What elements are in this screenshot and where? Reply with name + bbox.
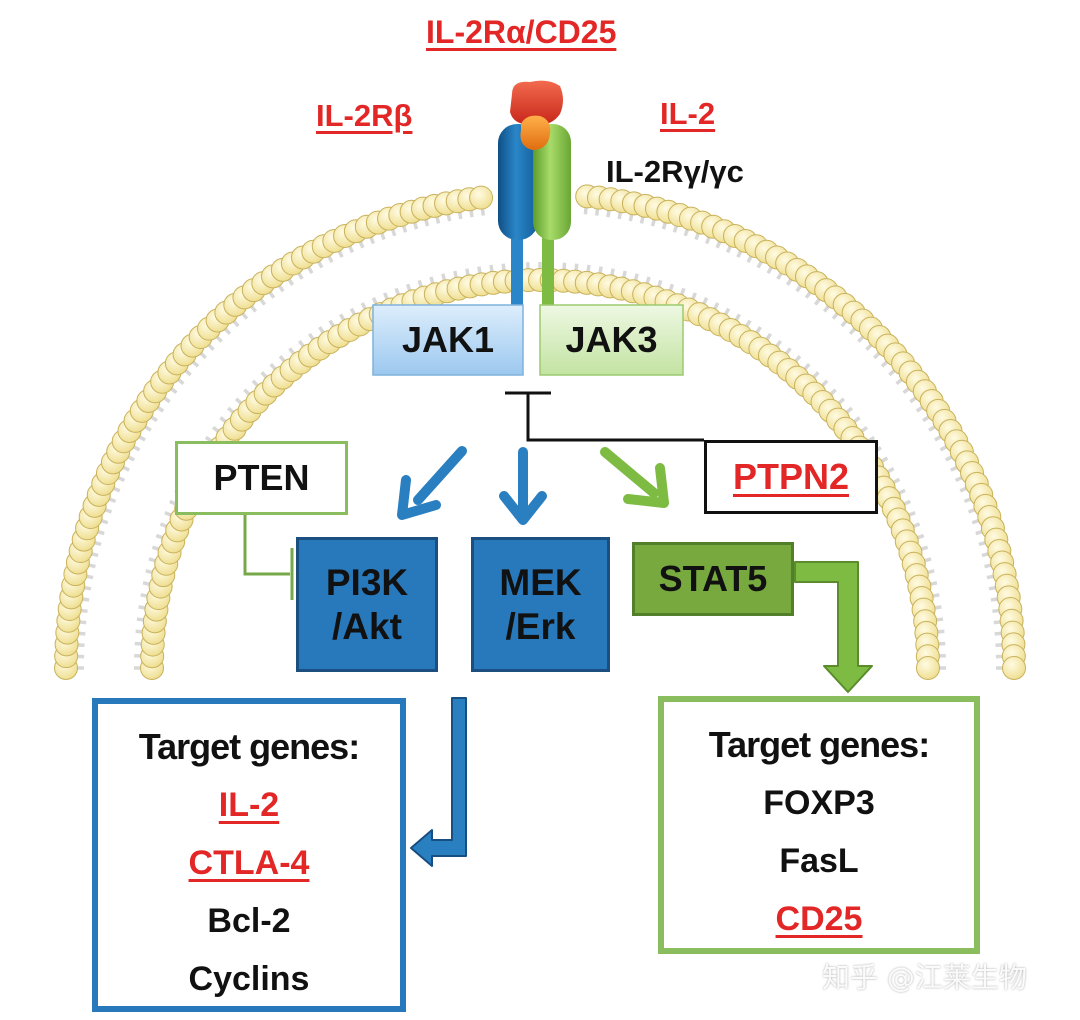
right-target-genes-panel: Target genes: FOXP3 FasL CD25 bbox=[658, 696, 980, 954]
pten-label: PTEN bbox=[213, 456, 310, 498]
ptpn2-label: PTPN2 bbox=[732, 455, 850, 497]
il2rb-subunit bbox=[498, 124, 538, 240]
stat5-box: STAT5 bbox=[632, 542, 794, 616]
mek-erk-box: MEK /Erk bbox=[471, 537, 610, 672]
jak-to-pi3k-arrow bbox=[397, 446, 467, 520]
il2ra-subunit bbox=[510, 80, 563, 125]
il2rb-label: IL-2Rβ bbox=[316, 98, 413, 133]
right-target-gene: CD25 bbox=[775, 900, 863, 938]
stat5-to-targets-arrow bbox=[794, 561, 873, 693]
il2rg-subunit bbox=[533, 124, 571, 240]
il2ra-label: IL-2Rα/CD25 bbox=[426, 14, 617, 50]
right-target-gene: FOXP3 bbox=[763, 784, 875, 822]
left-target-gene: Cyclins bbox=[188, 960, 310, 998]
jak1-label: JAK1 bbox=[401, 318, 495, 360]
watermark: 知乎 @江莱生物 bbox=[822, 961, 1027, 994]
il2-receptor-complex bbox=[498, 80, 571, 240]
jak3-box bbox=[539, 304, 684, 376]
jak1-box bbox=[372, 304, 524, 376]
left-target-gene: IL-2 bbox=[218, 786, 280, 824]
jak-to-stat5-arrow bbox=[600, 447, 669, 508]
pi3k-akt-box: PI3K /Akt bbox=[296, 537, 438, 672]
jak3-label: JAK3 bbox=[565, 318, 658, 360]
lipid-head bbox=[469, 185, 494, 210]
il2-ligand-shape bbox=[520, 115, 551, 150]
pten-inhibition-line bbox=[243, 515, 294, 600]
il2rg-label: IL-2Rγ/γc bbox=[606, 154, 744, 189]
lipid-heads bbox=[54, 184, 1026, 680]
il2-label: IL-2 bbox=[660, 96, 716, 131]
ptpn2-inhibition-line bbox=[505, 391, 704, 442]
left-target-gene: CTLA-4 bbox=[188, 844, 310, 882]
left-targets-heading: Target genes: bbox=[138, 726, 360, 767]
ptpn2-box: PTPN2 bbox=[704, 440, 878, 514]
il2rb-stalk bbox=[511, 226, 523, 308]
lipid-head bbox=[916, 656, 940, 680]
erk-to-targets-arrow bbox=[410, 697, 467, 867]
lipid-head bbox=[1002, 656, 1026, 680]
right-target-gene: FasL bbox=[779, 842, 859, 880]
jak-to-mek-arrow bbox=[499, 447, 547, 525]
left-target-gene: Bcl-2 bbox=[207, 902, 291, 940]
right-targets-heading: Target genes: bbox=[708, 724, 930, 765]
il2rg-stalk bbox=[542, 226, 554, 308]
pten-box: PTEN bbox=[175, 441, 348, 515]
left-target-genes-panel: Target genes: IL-2 CTLA-4 Bcl-2 Cyclins bbox=[92, 698, 406, 1012]
